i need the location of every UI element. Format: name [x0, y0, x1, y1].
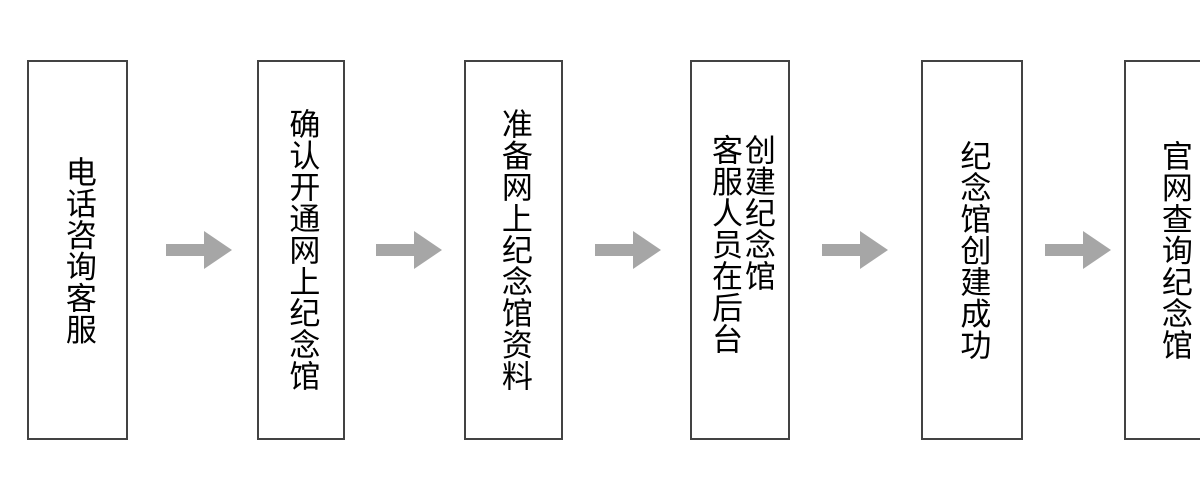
flow-node-2-label: 确认开通网上纪念馆 [283, 108, 320, 392]
arrow-right-icon [1045, 231, 1111, 269]
flow-arrow-2 [376, 60, 442, 440]
flow-node-3[interactable]: 准备网上纪念馆资料 [464, 60, 563, 440]
flow-arrow-1 [166, 60, 232, 440]
flow-node-6-label: 官网查询纪念馆 [1155, 139, 1192, 361]
flow-node-1-label: 电话咨询客服 [59, 155, 96, 345]
flow-node-5[interactable]: 纪念馆创建成功 [921, 60, 1023, 440]
flow-node-6[interactable]: 官网查询纪念馆 [1124, 60, 1200, 440]
arrow-right-icon [822, 231, 888, 269]
arrow-right-icon [595, 231, 661, 269]
flow-node-2[interactable]: 确认开通网上纪念馆 [257, 60, 345, 440]
flow-arrow-5 [1045, 60, 1111, 440]
flow-node-5-label: 纪念馆创建成功 [954, 139, 991, 361]
flow-arrow-3 [595, 60, 661, 440]
flow-arrow-4 [822, 60, 888, 440]
arrow-right-icon [166, 231, 232, 269]
flow-node-3-label: 准备网上纪念馆资料 [495, 108, 532, 392]
flow-node-1[interactable]: 电话咨询客服 [27, 60, 128, 440]
flow-node-4-label: 客服人员在后台创建纪念馆 [706, 134, 775, 355]
arrow-right-icon [376, 231, 442, 269]
flow-node-4[interactable]: 客服人员在后台创建纪念馆 [690, 60, 790, 440]
